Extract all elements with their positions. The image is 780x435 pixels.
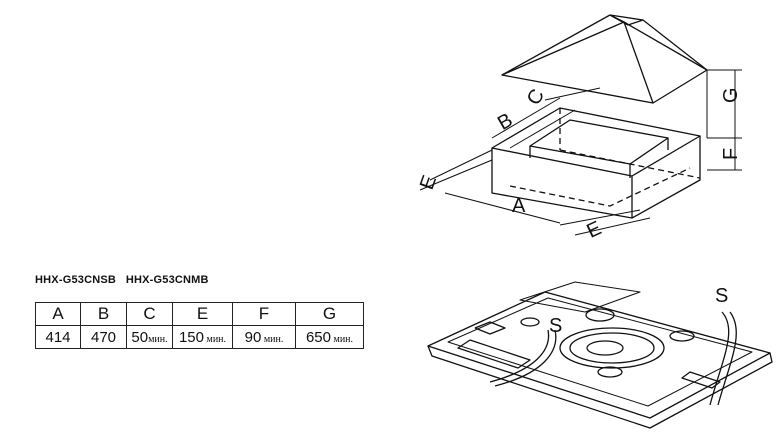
value-c-unit: мин.: [148, 333, 168, 345]
label-a: A: [512, 195, 526, 217]
label-b: B: [494, 109, 517, 135]
header-g: G: [295, 302, 364, 326]
value-g-unit: мин.: [331, 333, 354, 345]
value-b-num: 470: [90, 328, 117, 346]
table-value-row: 414 470 50мин. 150 мин. 90 мин. 650 мин.: [35, 325, 364, 349]
table-header-row: A B C E F G: [35, 302, 364, 326]
installation-diagram: A B C E E G F: [416, 14, 742, 243]
header-f: F: [232, 302, 296, 326]
label-g: G: [720, 87, 742, 103]
value-g: 650 мин.: [295, 325, 364, 349]
value-g-num: 650: [305, 328, 331, 346]
header-b: B: [80, 302, 127, 326]
hob-cable-left: [489, 329, 550, 383]
label-e-right: E: [583, 217, 604, 243]
hob-coil-outer: [559, 327, 665, 369]
value-c: 50мин.: [126, 325, 173, 349]
dimension-labels: A B C E E G F: [416, 86, 742, 243]
value-e: 150 мин.: [172, 325, 233, 349]
header-e: E: [172, 302, 233, 326]
value-f-unit: мин.: [261, 333, 284, 345]
dimension-lines: [419, 69, 742, 236]
hob-cable-right: [709, 311, 730, 406]
value-b: 470: [80, 325, 127, 349]
models-heading: HHX-G53CNSB HHX-G53CNMB: [35, 274, 209, 286]
header-a: A: [35, 302, 81, 326]
label-s-right: S: [715, 285, 728, 307]
value-a: 414: [35, 325, 81, 349]
value-f-num: 90: [244, 328, 262, 346]
value-a-num: 414: [45, 328, 71, 346]
label-s-left: S: [549, 315, 562, 337]
dimensions-table: A B C E F G 414 470 50мин. 150 мин. 90 м…: [35, 302, 364, 349]
label-f: F: [720, 148, 742, 160]
value-e-unit: мин.: [204, 333, 227, 345]
header-c: C: [126, 302, 173, 326]
value-c-num: 50: [131, 328, 149, 346]
value-e-num: 150: [178, 328, 204, 346]
label-e-left: E: [416, 173, 441, 193]
hob-underside-drawing: S S: [427, 281, 773, 429]
label-c: C: [523, 86, 549, 110]
worktop-cutout-drawing: [491, 107, 701, 219]
value-f: 90 мин.: [232, 325, 296, 349]
